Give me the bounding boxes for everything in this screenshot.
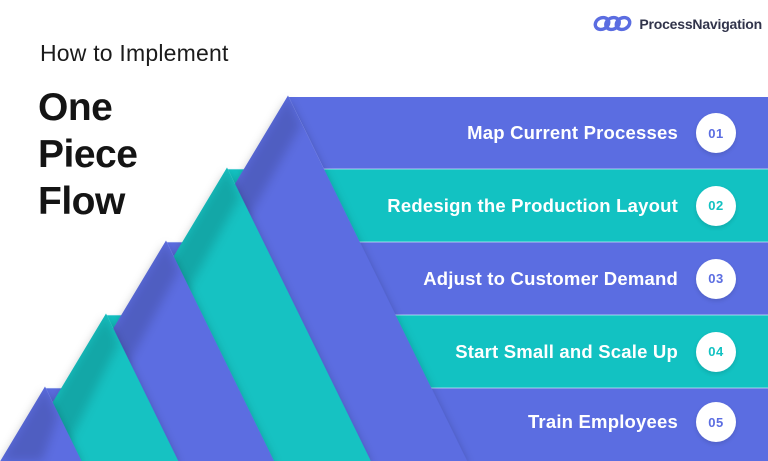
- step-row-3: Adjust to Customer Demand 03: [0, 242, 768, 315]
- step-label-2: Redesign the Production Layout: [387, 194, 678, 216]
- step-label-5: Train Employees: [527, 411, 678, 432]
- step-number-badge-5: 05: [696, 402, 736, 442]
- step-number-badge-1: 01: [696, 113, 736, 153]
- step-number-badge-4: 04: [696, 331, 736, 372]
- step-label-3: Adjust to Customer Demand: [423, 267, 678, 289]
- step-number-badge-2: 02: [696, 185, 736, 226]
- page-title: One Piece Flow: [38, 84, 138, 225]
- brand-name: ProcessNavigation: [639, 15, 762, 32]
- brand-logo: ProcessNavigation: [593, 12, 762, 35]
- step-row-4: Start Small and Scale Up 04: [0, 315, 768, 388]
- kicker-text: How to Implement: [40, 40, 229, 66]
- title-line-3: Flow: [38, 180, 125, 223]
- step-label-1: Map Current Processes: [467, 122, 678, 143]
- ribbon-bar-1: [288, 97, 768, 169]
- step-row-2: Redesign the Production Layout 02: [0, 169, 768, 242]
- step-row-1: Map Current Processes 01: [0, 97, 768, 169]
- step-row-5: Train Employees 05: [0, 388, 768, 456]
- step-label-4: Start Small and Scale Up: [455, 340, 678, 362]
- title-line-1: One: [38, 86, 113, 129]
- title-line-2: Piece: [38, 133, 138, 176]
- ribbon-bar-2: [227, 169, 768, 242]
- triple-loop-icon: [593, 15, 632, 32]
- step-number-badge-3: 03: [696, 258, 736, 299]
